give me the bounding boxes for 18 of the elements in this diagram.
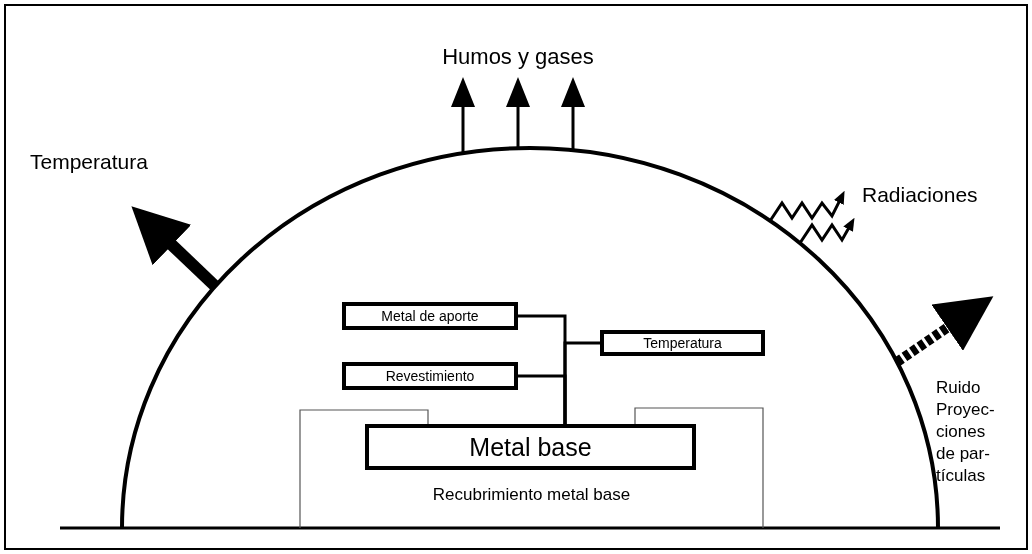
arrow	[131, 206, 220, 291]
material-box: Metal base	[365, 424, 696, 470]
label-box: Temperatura	[600, 330, 765, 356]
connector-line	[563, 341, 600, 424]
emission-label: Ruido	[936, 377, 981, 399]
emission-label: Humos y gases	[441, 44, 595, 70]
arrow	[506, 77, 530, 149]
label-box: Revestimiento	[342, 362, 518, 390]
arrow	[561, 77, 585, 150]
zigzag-arrow	[798, 217, 855, 244]
arrow	[894, 296, 994, 367]
label-box: Metal de aporte	[342, 302, 518, 330]
emission-label: Temperatura	[30, 150, 148, 174]
zigzag-arrow	[768, 190, 845, 222]
emission-label: Radiaciones	[862, 183, 978, 207]
substrate-label: Recubrimiento metal base	[431, 485, 632, 505]
emission-label: Proyec- ciones de par- tículas	[936, 399, 996, 487]
arrow	[451, 77, 475, 153]
